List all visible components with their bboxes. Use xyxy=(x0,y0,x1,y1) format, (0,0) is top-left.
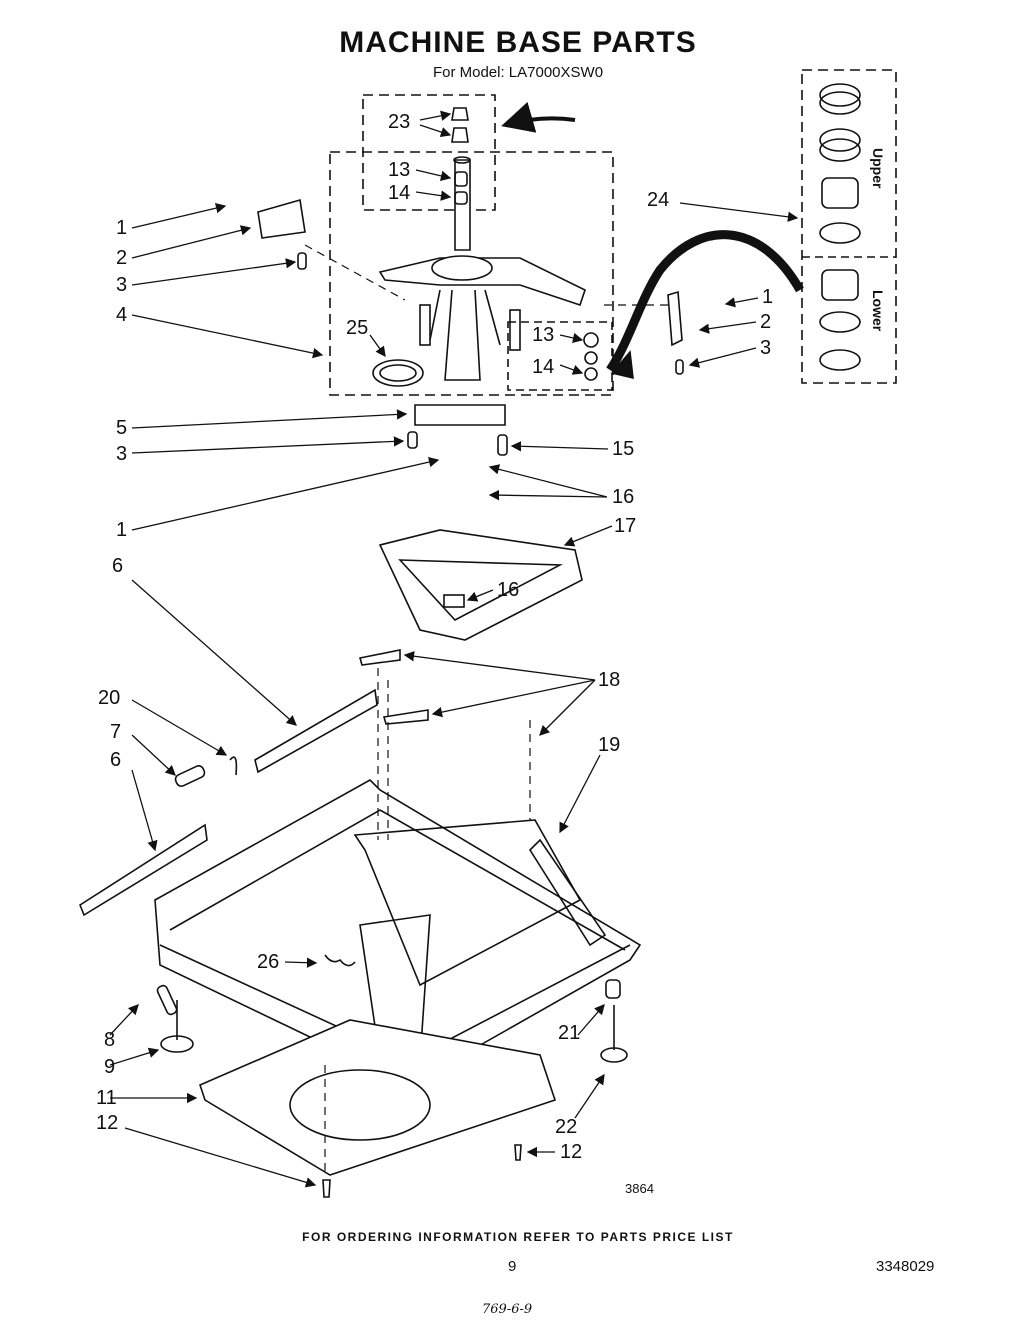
callout-3-mid: 3 xyxy=(116,443,128,465)
callout-22: 22 xyxy=(555,1116,578,1138)
callout-11: 11 xyxy=(96,1087,117,1109)
callout-7: 7 xyxy=(110,721,122,743)
callout-23: 23 xyxy=(388,111,411,133)
callout-4: 4 xyxy=(116,304,128,326)
bottom-plate-11 xyxy=(199,1019,557,1176)
callout-2: 2 xyxy=(116,247,128,269)
support-frame-17 xyxy=(378,529,583,641)
callout-13-lower: 13 xyxy=(532,324,555,346)
callout-2-right: 2 xyxy=(760,311,772,333)
callout-1-right: 1 xyxy=(762,286,774,308)
drawing-number: 3864 xyxy=(625,1181,654,1196)
box-gearcase xyxy=(329,151,614,396)
callout-16: 16 xyxy=(612,486,635,508)
callout-8: 8 xyxy=(104,1029,116,1051)
page-number: 9 xyxy=(508,1258,517,1275)
callout-21: 21 xyxy=(558,1022,581,1044)
arrow-upper-insert xyxy=(501,101,576,133)
callout-14-lower: 14 xyxy=(532,356,555,378)
callout-26: 26 xyxy=(257,951,280,973)
callout-9: 9 xyxy=(104,1056,116,1078)
callout-12: 12 xyxy=(96,1112,119,1134)
box-lower-bushings xyxy=(507,321,613,391)
seal-ring-25 xyxy=(372,359,424,387)
callout-1: 1 xyxy=(116,217,128,239)
callout-19: 19 xyxy=(598,734,621,756)
page-title: MACHINE BASE PARTS xyxy=(339,26,697,59)
callout-15: 15 xyxy=(612,438,635,460)
bushing-kit-rings xyxy=(819,83,861,371)
box-bushing-kit xyxy=(801,69,897,384)
arrow-lower-insert xyxy=(606,230,804,373)
callout-18: 18 xyxy=(598,669,621,691)
callout-5: 5 xyxy=(116,417,128,439)
callout-1-mid: 1 xyxy=(116,519,128,541)
lower-label: Lower xyxy=(870,290,886,332)
callout-3-right: 3 xyxy=(760,337,772,359)
upper-label: Upper xyxy=(870,148,886,189)
ordering-footer: FOR ORDERING INFORMATION REFER TO PARTS … xyxy=(302,1230,734,1244)
document-number: 3348029 xyxy=(876,1258,935,1275)
callout-13: 13 xyxy=(388,159,411,181)
callout-24: 24 xyxy=(647,189,670,211)
callout-20: 20 xyxy=(98,687,121,709)
base-frame xyxy=(154,779,642,1086)
handwritten-note: 769-6-9 xyxy=(482,1302,533,1317)
callout-6: 6 xyxy=(112,555,124,577)
leader-lines xyxy=(109,110,799,1188)
callout-14: 14 xyxy=(388,182,411,204)
callout-25: 25 xyxy=(346,317,369,339)
model-subtitle: For Model: LA7000XSW0 xyxy=(432,64,604,81)
callout-16-inner: 16 xyxy=(497,579,520,601)
callout-6-lower: 6 xyxy=(110,749,122,771)
callout-3: 3 xyxy=(116,274,128,296)
callout-12-right: 12 xyxy=(560,1141,583,1163)
callout-17: 17 xyxy=(614,515,637,537)
